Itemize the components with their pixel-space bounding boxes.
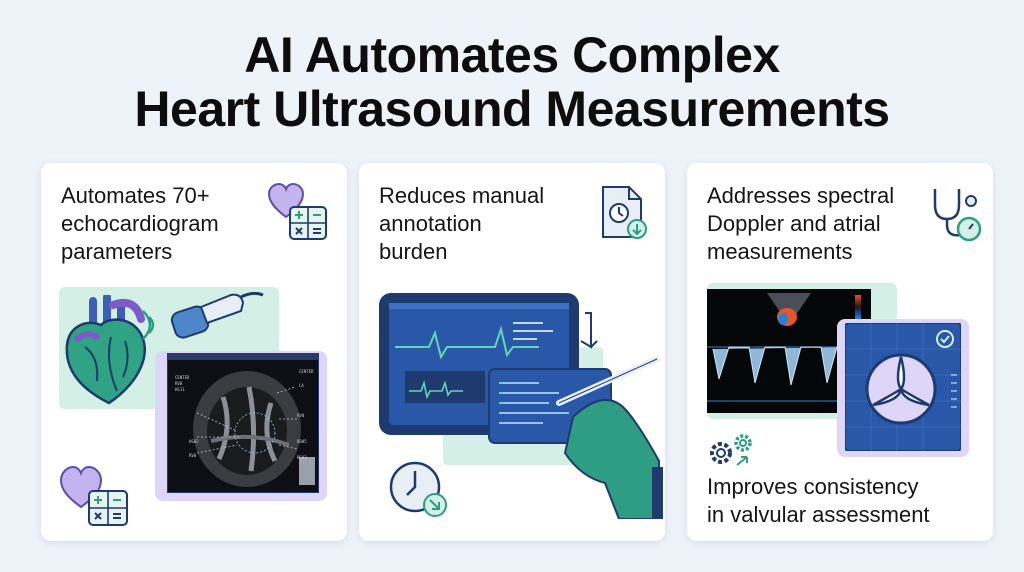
card-3-footer-text: Improves consistency in valvular assessm… [707, 473, 930, 529]
card-3-footer-line-1: Improves consistency [707, 474, 919, 499]
scan-label: RS03 [297, 455, 307, 460]
page-title: AI Automates Complex Heart Ultrasound Me… [0, 28, 1024, 136]
scan-label: HS02 [189, 439, 199, 444]
stethoscope-gauge-icon [933, 189, 982, 242]
card-automates-parameters: Automates 70+ echocardiogram parameters [41, 163, 347, 541]
scan-label: RV0 [175, 381, 183, 386]
card-1-line-3: parameters [61, 239, 173, 264]
check-icon [936, 330, 954, 348]
card-2-line-2: annotation [379, 211, 482, 236]
card-3-footer-line-2: in valvular assessment [707, 502, 930, 527]
scan-label: LA [299, 383, 304, 388]
heart-icon [59, 465, 128, 526]
gears-icon [710, 434, 752, 466]
title-line-1: AI Automates Complex [244, 27, 780, 83]
card-2-line-1: Reduces manual [379, 183, 545, 208]
scan-label: CENTER [299, 369, 314, 374]
heart-calculator-icon [268, 183, 327, 240]
scan-label: HS11 [175, 387, 185, 392]
document-clock-icon [602, 186, 647, 239]
card-2-line-3: burden [379, 239, 448, 264]
card-1-line-1: Automates 70+ [61, 183, 210, 208]
card-1-line-2: echocardiogram [61, 211, 219, 236]
scan-label: RV0 [189, 453, 197, 458]
scan-label: RV0 [297, 413, 305, 418]
valve-display [845, 323, 961, 451]
card-2-text: Reduces manual annotation burden [379, 182, 544, 266]
heart-anatomy-icon [65, 295, 146, 405]
card-3-line-3: measurements [707, 239, 853, 264]
tablet-annotation-illustration [379, 293, 663, 519]
title-line-2: Heart Ultrasound Measurements [134, 81, 890, 137]
card-addresses-doppler: Addresses spectral Doppler and atrial me… [687, 163, 993, 541]
card-3-text: Addresses spectral Doppler and atrial me… [707, 182, 894, 266]
card-reduces-annotation: Reduces manual annotation burden [359, 163, 665, 541]
ultrasound-screen: CENTER RV0 HS11 CENTER LA HS02 RV0 RV0 R… [167, 353, 319, 493]
scan-label: RD05 [297, 439, 307, 444]
scan-label: CENTER [175, 375, 190, 380]
ultrasound-probe-icon [142, 291, 264, 340]
card-1-text: Automates 70+ echocardiogram parameters [61, 182, 219, 266]
card-3-line-1: Addresses spectral [707, 183, 895, 208]
card-3-line-2: Doppler and atrial [707, 211, 881, 236]
